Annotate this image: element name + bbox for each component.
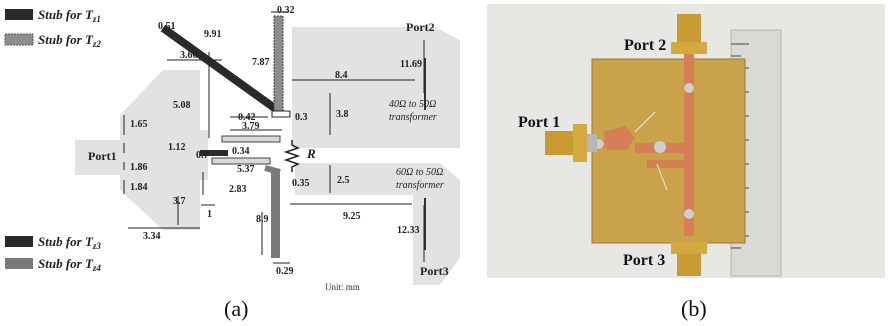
caption-b: (b) [681, 296, 707, 321]
dim-5-37: 5.37 [237, 164, 255, 175]
caption-a: (a) [224, 296, 249, 321]
dim-1-84: 1.84 [130, 182, 148, 193]
dim-11-69: 11.69 [400, 59, 422, 70]
solder-joint-2 [684, 83, 694, 93]
port3-pad [295, 163, 460, 285]
dim-1-86: 1.86 [130, 162, 148, 173]
lower-transformer-line2: transformer [396, 180, 444, 191]
dim-3-8: 3.8 [336, 109, 349, 120]
trace-port2 [684, 52, 694, 160]
trace-lower-branch [647, 160, 687, 168]
dim-9-25: 9.25 [343, 211, 361, 222]
main-line-lower [211, 157, 271, 165]
photo-port3-label: Port 3 [623, 252, 665, 269]
dim-8-4: 8.4 [335, 70, 348, 81]
legend-label-tz2: Stub for Tz2 [38, 32, 101, 49]
upper-transformer-line1: 40Ω to 50Ω [389, 99, 436, 110]
photo-port1-label: Port 1 [518, 114, 560, 131]
trace-port3 [684, 154, 694, 236]
port2-label: Port2 [406, 20, 435, 34]
wire-2 [656, 163, 668, 191]
dim-12-33: 12.33 [397, 225, 420, 236]
dim-0-32: 0.32 [277, 5, 295, 16]
sma-connector-port2 [671, 14, 707, 54]
port1-label: Port1 [88, 149, 117, 163]
dim-1: 1 [207, 209, 212, 220]
dim-9-91: 9.91 [204, 29, 222, 40]
legend-swatch-tz2 [4, 33, 34, 46]
dim-5-08: 5.08 [173, 100, 191, 111]
upper-transformer-line2: transformer [389, 112, 437, 123]
lower-transformer-line1: 60Ω to 50Ω [396, 167, 443, 178]
dim-0-29: 0.29 [276, 266, 294, 277]
legend-label-tz1: Stub for Tz1 [38, 7, 101, 24]
resistor-symbol [283, 140, 301, 172]
legend-swatch-tz1 [5, 9, 33, 20]
dim-0-35: 0.35 [292, 178, 310, 189]
legend-swatch-tz3 [5, 236, 33, 247]
dim-0-51: 0.51 [158, 21, 176, 32]
dim-2-83: 2.83 [229, 184, 247, 195]
main-line-upper [221, 135, 281, 143]
stub-tz4-bend [264, 165, 281, 175]
photo-port2-label: Port 2 [624, 37, 666, 54]
dim-3-7: 3.7 [173, 196, 186, 207]
dim-7-87: 7.87 [252, 57, 270, 68]
dim-1-12: 1.12 [168, 142, 186, 153]
sma-connector-port3 [671, 242, 707, 276]
port1-copper-pad [603, 126, 635, 150]
dim-1-65: 1.65 [130, 119, 148, 130]
dim-2-5: 2.5 [337, 175, 350, 186]
port3-label: Port3 [420, 264, 449, 278]
dim-0-7: 0.7 [196, 150, 209, 161]
dim-0-3: 0.3 [295, 112, 308, 123]
fabricated-board-photo: Port 1 Port 2 Port 3 [487, 4, 885, 278]
stub-tz1 [160, 24, 283, 116]
upper-stub-block [271, 110, 291, 118]
stub-tz3 [200, 150, 228, 156]
legend-swatch-tz4 [5, 258, 33, 269]
resistor-label: R [306, 146, 316, 161]
solder-joint-3 [684, 209, 694, 219]
unit-label: Unit: mm [325, 282, 360, 292]
wire-1 [634, 111, 656, 133]
legend-label-tz4: Stub for Tz4 [38, 256, 101, 273]
legend-label-tz3: Stub for Tz3 [38, 234, 101, 251]
port1-pad [75, 70, 208, 230]
dim-0-42: 0.42 [238, 112, 256, 123]
dim-3-79: 3.79 [242, 121, 260, 132]
sma-connector-port1 [545, 124, 597, 162]
layout-diagram: Stub for Tz1 Stub for Tz2 Stub for Tz3 S… [4, 5, 460, 292]
dim-8-9: 8.9 [256, 214, 269, 225]
dim-3-34: 3.34 [143, 231, 161, 242]
dim-3-66: 3.66 [180, 50, 198, 61]
solder-joint-1 [654, 141, 666, 153]
dim-0-34: 0.34 [232, 146, 250, 157]
stub-tz2 [273, 15, 284, 114]
stub-tz4 [271, 170, 280, 258]
dimension-lines [123, 11, 425, 264]
port2-pad [292, 27, 460, 148]
